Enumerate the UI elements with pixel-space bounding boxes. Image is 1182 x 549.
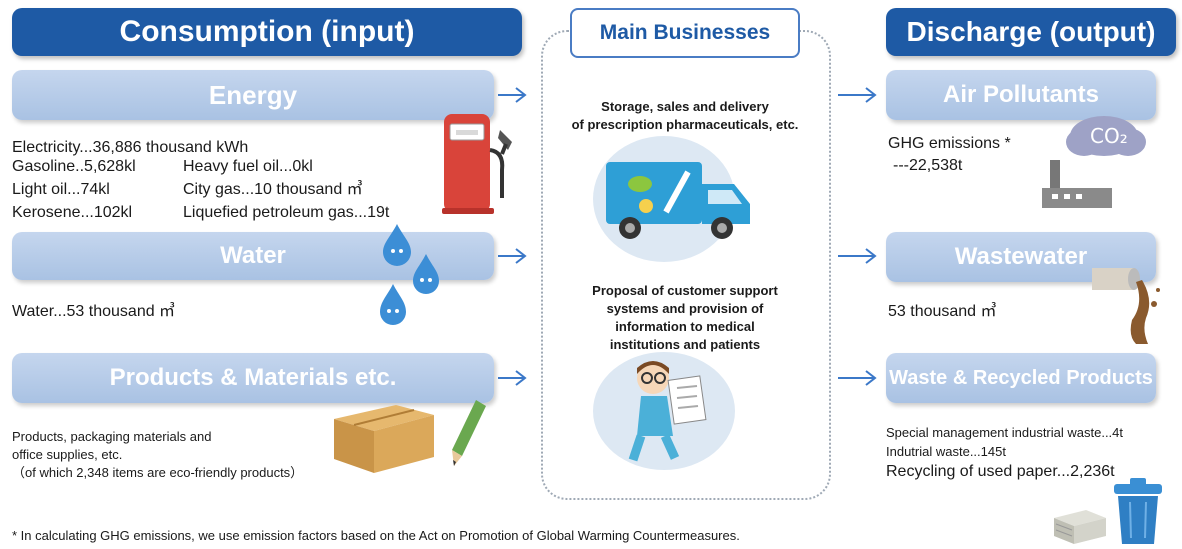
main-businesses-title: Main Businesses xyxy=(570,8,800,58)
factory-co2-icon xyxy=(1042,116,1146,208)
footnote: * In calculating GHG emissions, we use e… xyxy=(12,528,740,543)
paper-stack-icon xyxy=(1054,510,1106,544)
waste-industrial: Indutrial waste...145t xyxy=(886,444,1006,459)
energy-gasoline: Gasoline..5,628kl xyxy=(12,158,136,175)
energy-city-gas: City gas...10 thousand ㎥ xyxy=(183,181,363,198)
arrow-wastewater-out xyxy=(838,248,877,264)
energy-pill: Energy xyxy=(12,70,494,120)
air-pollutants-pill: Air Pollutants xyxy=(886,70,1156,120)
ghg-emissions-label: GHG emissions * xyxy=(888,135,1011,152)
waste-recycling: Recycling of used paper...2,236t xyxy=(886,463,1115,480)
energy-heavy-fuel: Heavy fuel oil...0kl xyxy=(183,158,313,175)
business-1-line-2: of prescription pharmaceuticals, etc. xyxy=(571,117,799,132)
arrow-energy-in xyxy=(498,87,527,103)
discharge-header: Discharge (output) xyxy=(886,8,1176,56)
delivery-truck-icon xyxy=(606,162,750,239)
trash-bin-icon xyxy=(1114,478,1162,544)
pharmacist-icon xyxy=(628,361,707,462)
water-pill: Water xyxy=(12,232,494,280)
business-1-line-1: Storage, sales and delivery xyxy=(601,99,769,114)
business-2-line-2: systems and provision of xyxy=(606,301,764,316)
products-line-1: Products, packaging materials and xyxy=(12,429,212,444)
products-pill: Products & Materials etc. xyxy=(12,353,494,403)
waste-pill: Waste & Recycled Products xyxy=(886,353,1156,403)
wastewater-value: 53 thousand ㎥ xyxy=(888,303,997,320)
products-line-2: office supplies, etc. xyxy=(12,447,123,462)
energy-kerosene: Kerosene...102kl xyxy=(12,204,133,221)
cardboard-box-icon xyxy=(334,405,434,473)
arrow-waste-out xyxy=(838,370,877,386)
business-2-line-4: institutions and patients xyxy=(609,337,761,352)
products-line-3: （of which 2,348 items are eco-friendly p… xyxy=(12,465,304,480)
energy-electricity: Electricity...36,886 thousand kWh xyxy=(12,139,249,156)
energy-light-oil: Light oil...74kl xyxy=(12,181,110,198)
energy-lpg: Liquefied petroleum gas...19t xyxy=(183,204,390,221)
ghg-emissions-value: ---22,538t xyxy=(893,157,963,174)
water-drops-icon xyxy=(380,224,439,325)
arrow-air-out xyxy=(838,87,877,103)
gas-pump-icon xyxy=(442,114,512,214)
arrow-products-in xyxy=(498,370,527,386)
consumption-header: Consumption (input) xyxy=(12,8,522,56)
business-2-line-1: Proposal of customer support xyxy=(592,283,778,298)
arrow-water-in xyxy=(498,248,527,264)
drain-pipe-icon xyxy=(1092,268,1160,344)
co2-label: CO₂ xyxy=(1090,124,1128,148)
waste-special: Special management industrial waste...4t xyxy=(886,425,1124,440)
business-2-line-3: information to medical xyxy=(615,319,755,334)
pencil-icon xyxy=(452,400,486,466)
wastewater-pill: Wastewater xyxy=(886,232,1156,282)
water-consumption: Water...53 thousand ㎥ xyxy=(12,303,176,320)
